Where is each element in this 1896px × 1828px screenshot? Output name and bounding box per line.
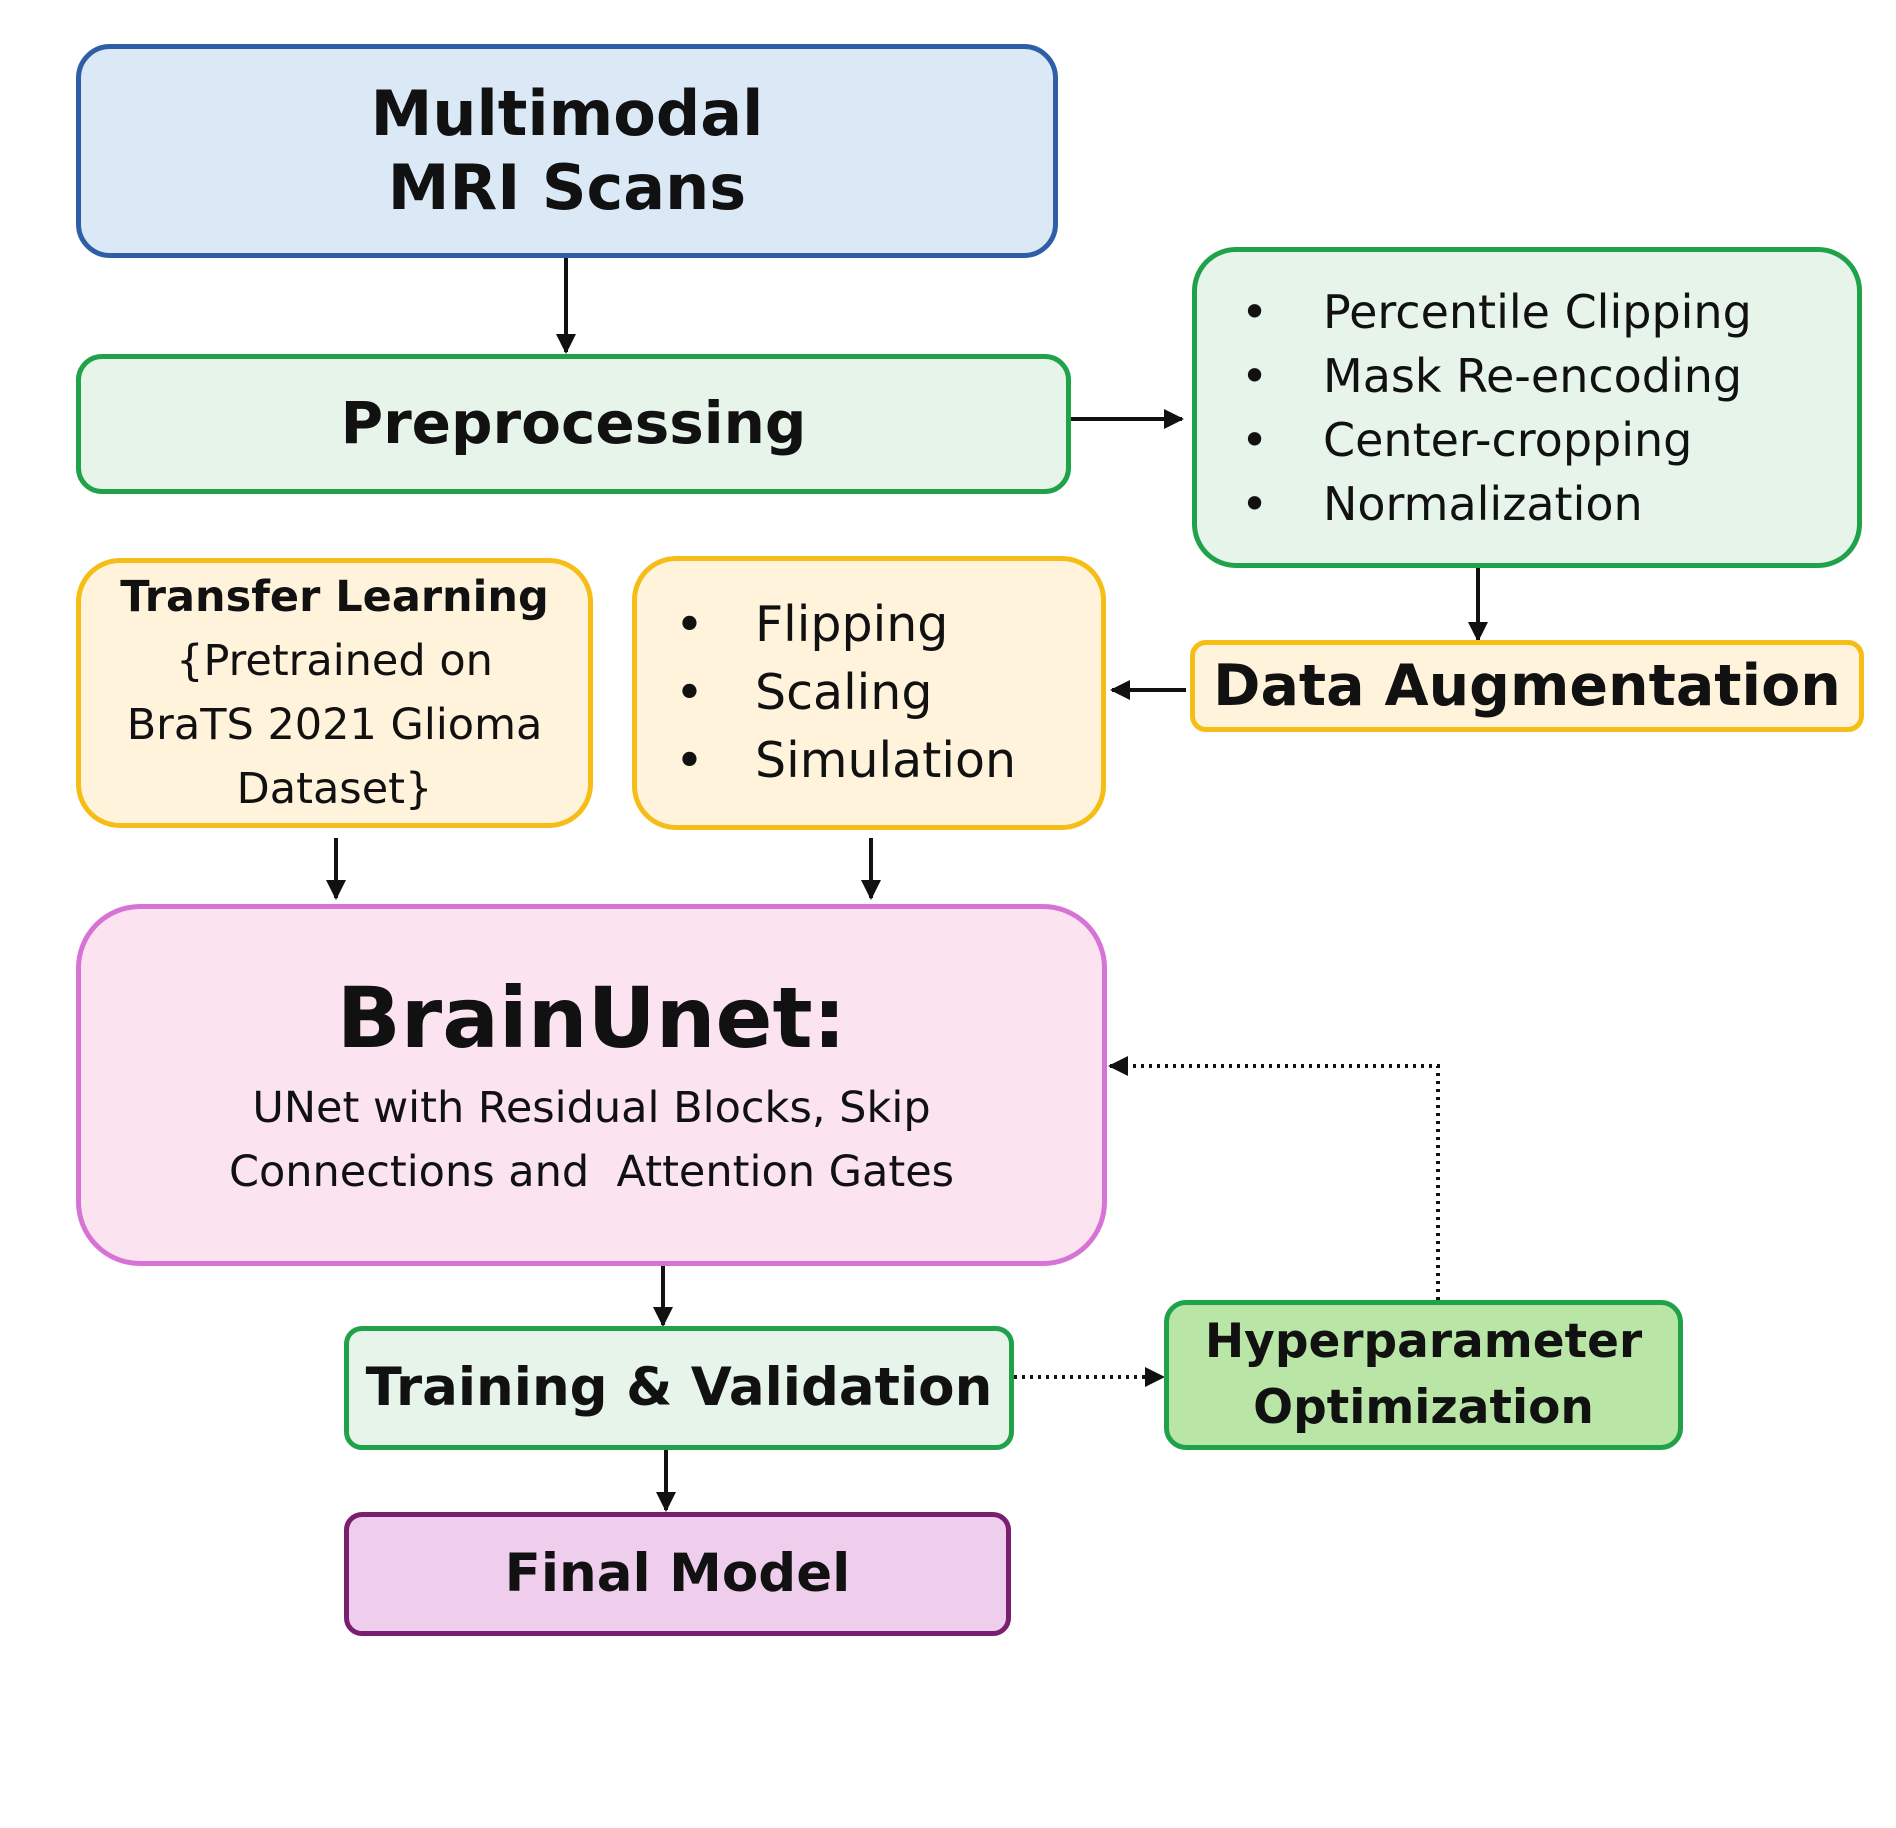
mri-scans-line1: Multimodal — [370, 76, 764, 150]
bullet-dot: • — [675, 596, 704, 653]
transfer-learning-title: Transfer Learning — [120, 572, 549, 622]
augmentation-step-item: • Scaling — [675, 659, 1016, 727]
preprocessing-step-item: • Normalization — [1241, 472, 1752, 536]
bullet-dot: • — [675, 732, 704, 789]
augmentation-steps-box: • Flipping • Scaling • Simulation — [632, 556, 1106, 830]
brainunet-title: BrainUnet: — [336, 969, 847, 1067]
hyperparameter-line2: Optimization — [1253, 1380, 1594, 1435]
augmentation-step-item-label: Scaling — [755, 664, 933, 721]
augmentation-step-item: • Simulation — [675, 727, 1017, 795]
training-validation-box: Training & Validation — [344, 1326, 1014, 1450]
hyperparameter-line1: Hyperparameter — [1204, 1314, 1643, 1369]
bullet-dot: • — [1241, 476, 1269, 531]
preprocessing-steps-box: • Percentile Clipping • Mask Re-encoding • Ce… — [1192, 247, 1862, 568]
data-augmentation-label: Data Augmentation — [1213, 652, 1841, 719]
preprocessing-step-item-label: Mask Re-encoding — [1323, 348, 1743, 403]
arrow-hyperparameter-to-brainunet — [1108, 1056, 1440, 1300]
preprocessing-step-item: • Mask Re-encoding — [1241, 344, 1752, 408]
preprocessing-box: Preprocessing — [76, 354, 1071, 494]
final-model-label: Final Model — [504, 1543, 851, 1605]
hyperparameter-box: Hyperparameter Optimization — [1164, 1300, 1683, 1450]
transfer-learning-box: Transfer Learning {Pretrained on BraTS 2… — [76, 558, 593, 828]
bullet-dot: • — [1241, 348, 1269, 403]
final-model-box: Final Model — [344, 1512, 1011, 1636]
mri-scans-line2: MRI Scans — [387, 151, 747, 224]
mri-scans-box: Multimodal MRI Scans — [76, 44, 1058, 258]
augmentation-steps-list: • Flipping • Scaling • Simulation — [675, 591, 1017, 795]
augmentation-step-item-label: Simulation — [755, 732, 1017, 789]
preprocessing-label: Preprocessing — [340, 389, 807, 458]
augmentation-step-item: • Flipping — [675, 591, 1016, 659]
brainunet-box: BrainUnet: UNet with Residual Blocks, Sk… — [76, 904, 1107, 1266]
preprocessing-step-item: • Percentile Clipping — [1241, 280, 1752, 344]
augmentation-step-item-label: Flipping — [755, 596, 949, 653]
transfer-learning-line1: {Pretrained on — [176, 636, 493, 686]
transfer-learning-line2: BraTS 2021 Glioma — [126, 700, 543, 750]
preprocessing-step-item: • Center-cropping — [1241, 408, 1752, 472]
brainunet-line2: Connections and Attention Gates — [228, 1147, 955, 1197]
preprocessing-steps-list: • Percentile Clipping • Mask Re-encoding • Ce… — [1241, 280, 1752, 536]
preprocessing-step-item-label: Percentile Clipping — [1323, 284, 1752, 339]
bullet-dot: • — [675, 664, 704, 721]
transfer-learning-line3: Dataset} — [236, 764, 433, 814]
training-validation-label: Training & Validation — [365, 1357, 993, 1419]
preprocessing-step-item-label: Normalization — [1323, 476, 1643, 531]
preprocessing-step-item-label: Center-cropping — [1323, 412, 1693, 467]
data-augmentation-box: Data Augmentation — [1190, 640, 1864, 732]
bullet-dot: • — [1241, 284, 1269, 339]
bullet-dot: • — [1241, 412, 1269, 467]
brainunet-line1: UNet with Residual Blocks, Skip — [252, 1083, 931, 1133]
